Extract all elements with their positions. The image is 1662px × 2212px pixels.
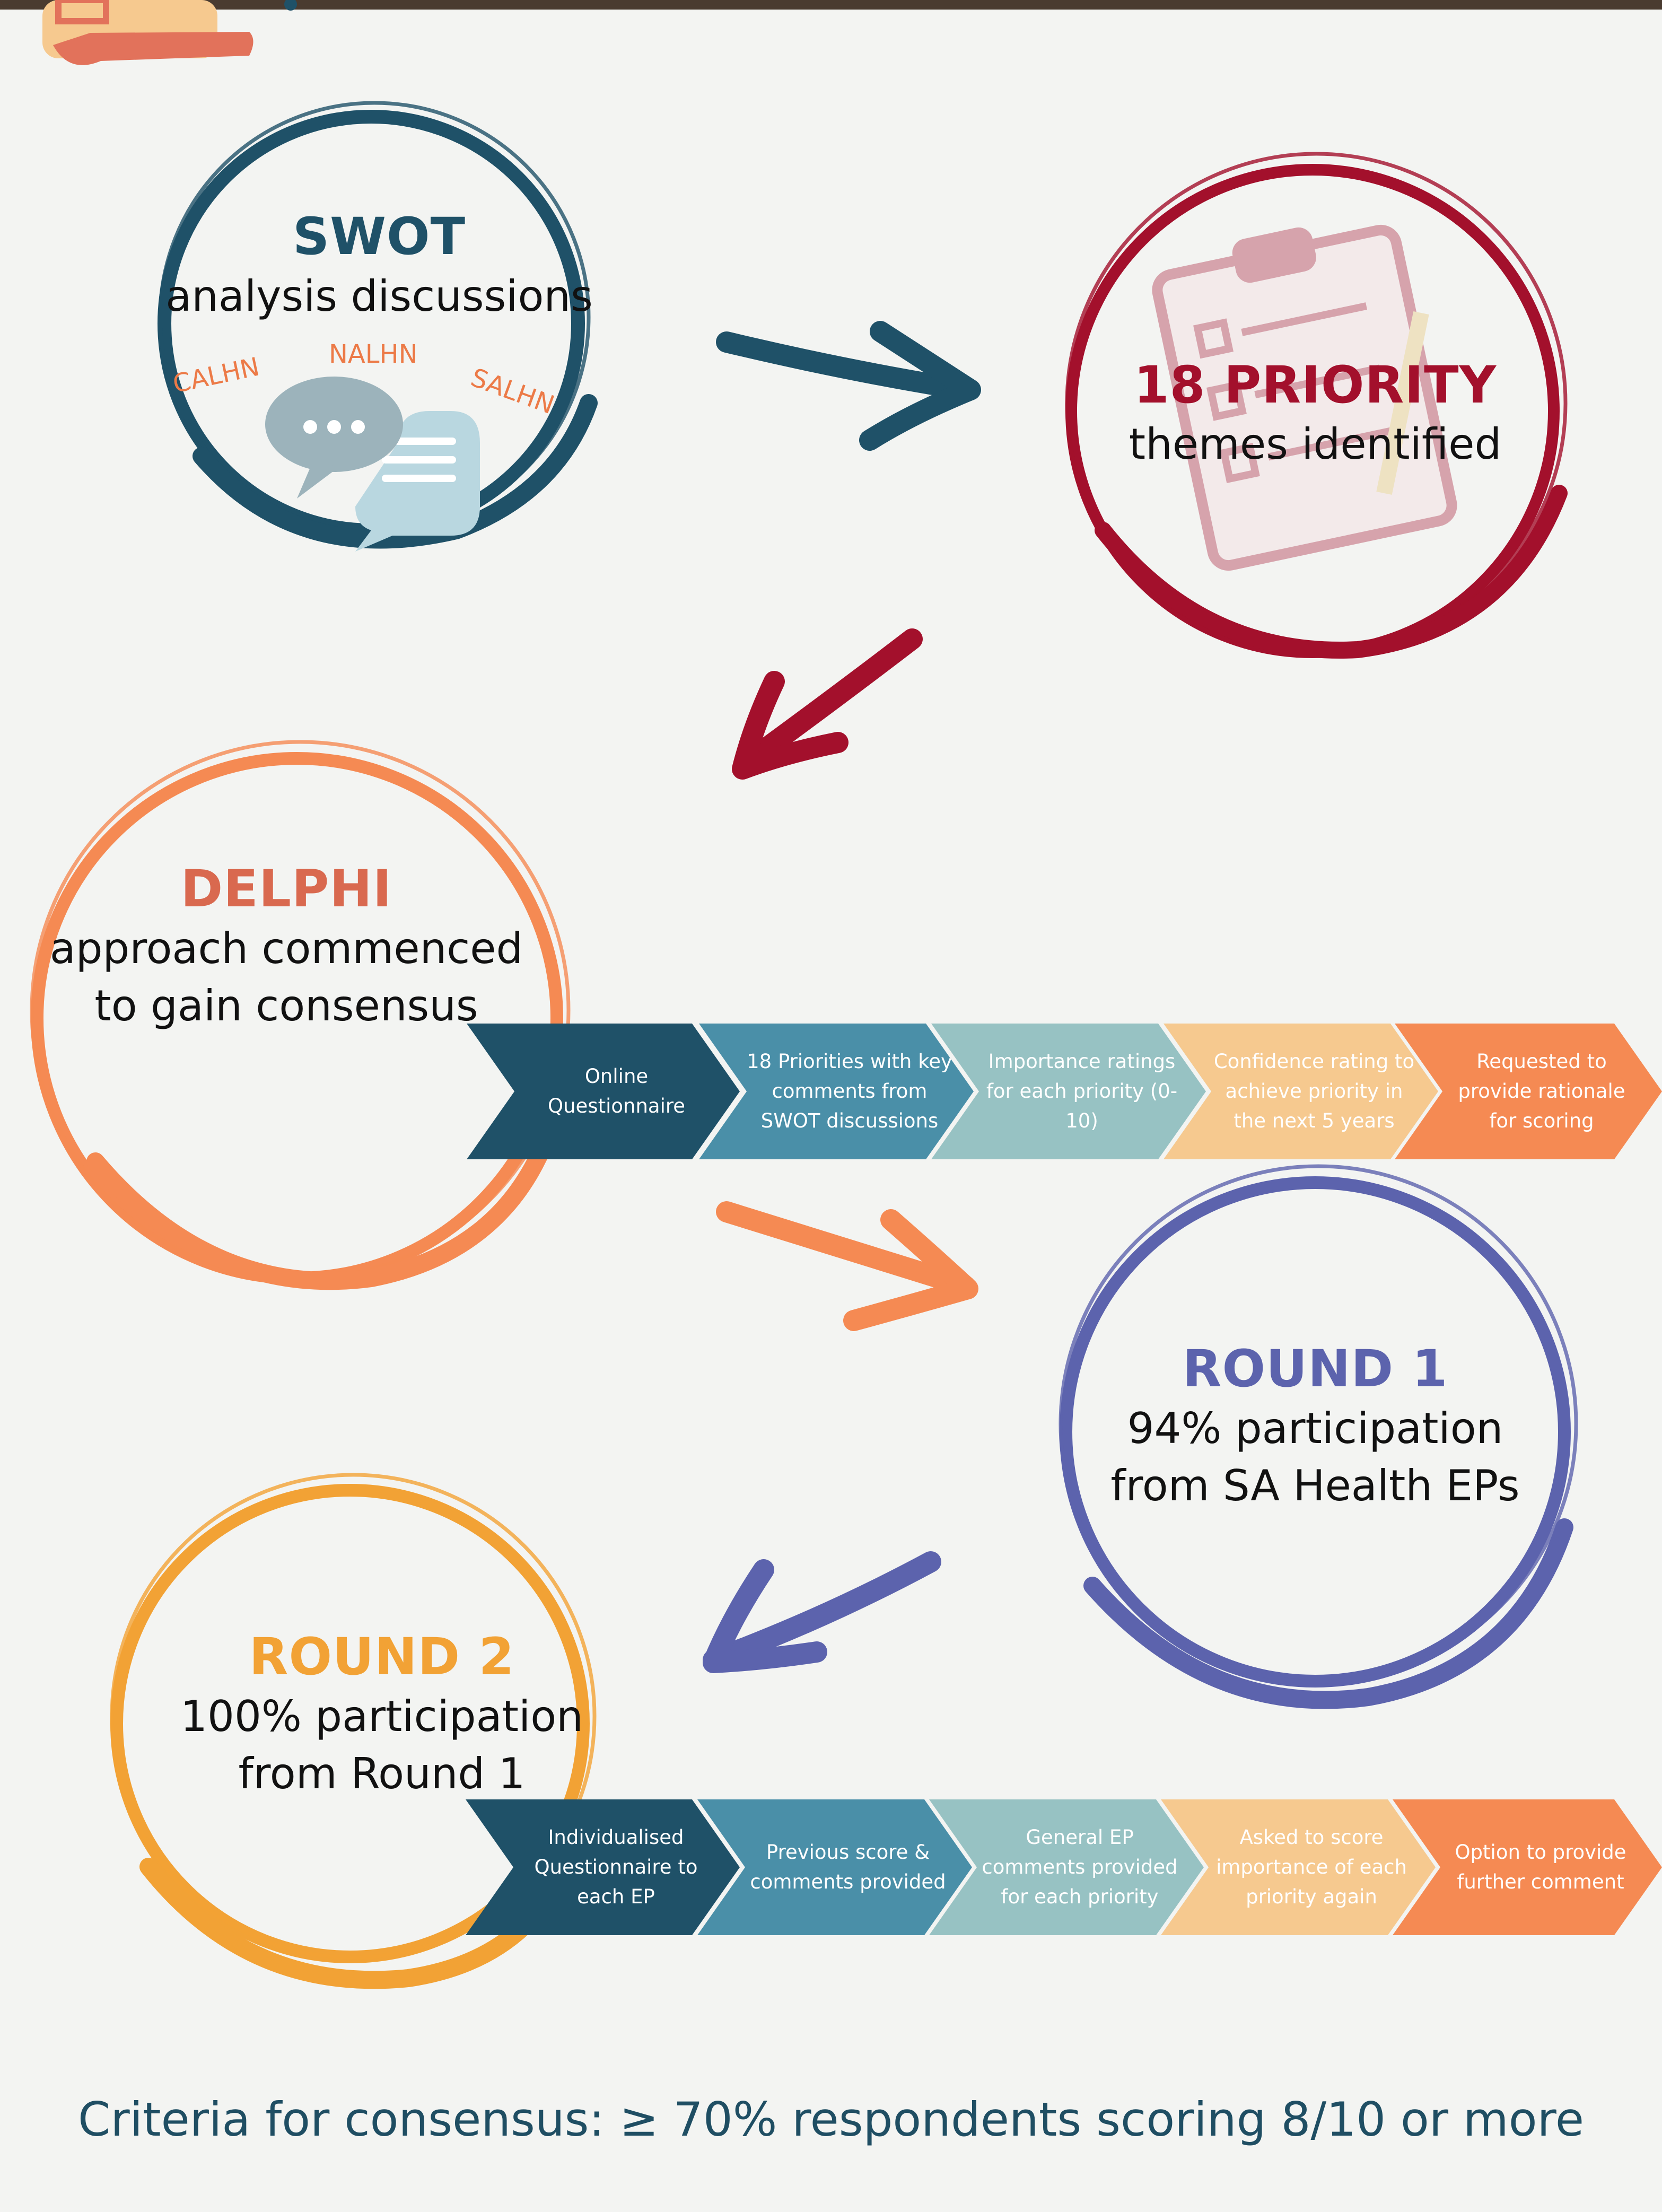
round2-step-2-label: Previous score & comments provided xyxy=(750,1841,946,1893)
consensus-criteria: Criteria for consensus: ≥ 70% respondent… xyxy=(78,2092,1584,2147)
swot-subtitle: analysis discussions xyxy=(165,272,593,321)
delphi-title: DELPHI xyxy=(180,859,392,919)
delphi-step-4-label: Confidence rating to achieve priority in… xyxy=(1213,1050,1415,1132)
delphi-step-2-label: 18 Priorities with key comments from SWO… xyxy=(747,1050,952,1132)
top-bar xyxy=(0,0,1662,10)
priority-ring xyxy=(1065,152,1568,659)
speech-bubbles-icon xyxy=(265,377,480,552)
network-label-nalhn: NALHN xyxy=(329,339,418,369)
delphi-step-3-label: Importance ratings for each priority (0-… xyxy=(986,1050,1178,1132)
delphi-ring xyxy=(30,740,571,1290)
priority-title: 18 PRIORITY xyxy=(1133,355,1497,415)
arrow-delphi-to-round1 xyxy=(716,1201,978,1331)
round2-step-4-label: Asked to score importance of each priori… xyxy=(1216,1826,1407,1908)
arrow-priority-to-delphi xyxy=(732,628,923,780)
round1-ring xyxy=(1059,1164,1578,1709)
arrow-swot-to-priority xyxy=(716,321,981,451)
round2-step-3-label: General EP comments provided for each pr… xyxy=(982,1826,1178,1908)
delphi-step-1: Online Questionnaire xyxy=(467,1024,740,1159)
round2-subtitle-line-1: 100% participation xyxy=(180,1692,583,1741)
round1-subtitle-line-1: 94% participation xyxy=(1127,1404,1503,1453)
delphi-subtitle-line-1: approach commenced xyxy=(49,924,523,973)
round2-subtitle-line-2: from Round 1 xyxy=(238,1749,526,1798)
clipboard-checklist-icon xyxy=(1152,224,1457,571)
round1-subtitle-line-2: from SA Health EPs xyxy=(1110,1461,1520,1510)
scroll-icon xyxy=(42,0,297,65)
round1-title: ROUND 1 xyxy=(1182,1339,1448,1398)
arrow-round1-to-round2 xyxy=(703,1551,941,1673)
priority-subtitle: themes identified xyxy=(1129,419,1502,469)
round2-step-1-label: Individualised Questionnaire to each EP xyxy=(534,1826,698,1908)
round2-step-5-label: Option to provide further comment xyxy=(1455,1841,1626,1893)
delphi-step-5-label: Requested to provide rationale for scori… xyxy=(1458,1050,1625,1132)
swot-title: SWOT xyxy=(292,207,466,266)
delphi-subtitle-line-2: to gain consensus xyxy=(94,981,478,1030)
round2-title: ROUND 2 xyxy=(249,1627,515,1686)
delphi-step-1-label: Online Questionnaire xyxy=(547,1065,686,1117)
